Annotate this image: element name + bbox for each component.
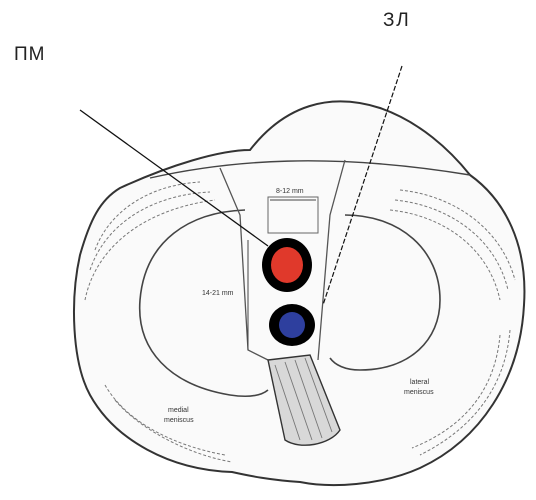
pm-label: ПМ <box>14 44 45 66</box>
lateral-meniscus-label-1: lateral <box>410 379 430 386</box>
pm-marker <box>271 247 303 283</box>
zl-marker <box>279 312 305 338</box>
width-label: 8-12 mm <box>276 188 304 195</box>
zl-label: ЗЛ <box>383 10 411 32</box>
lateral-meniscus-label-2: meniscus <box>404 389 434 396</box>
medial-meniscus-label-2: meniscus <box>164 417 194 424</box>
medial-meniscus-label-1: medial <box>168 407 189 414</box>
height-label: 14-21 mm <box>202 290 234 297</box>
